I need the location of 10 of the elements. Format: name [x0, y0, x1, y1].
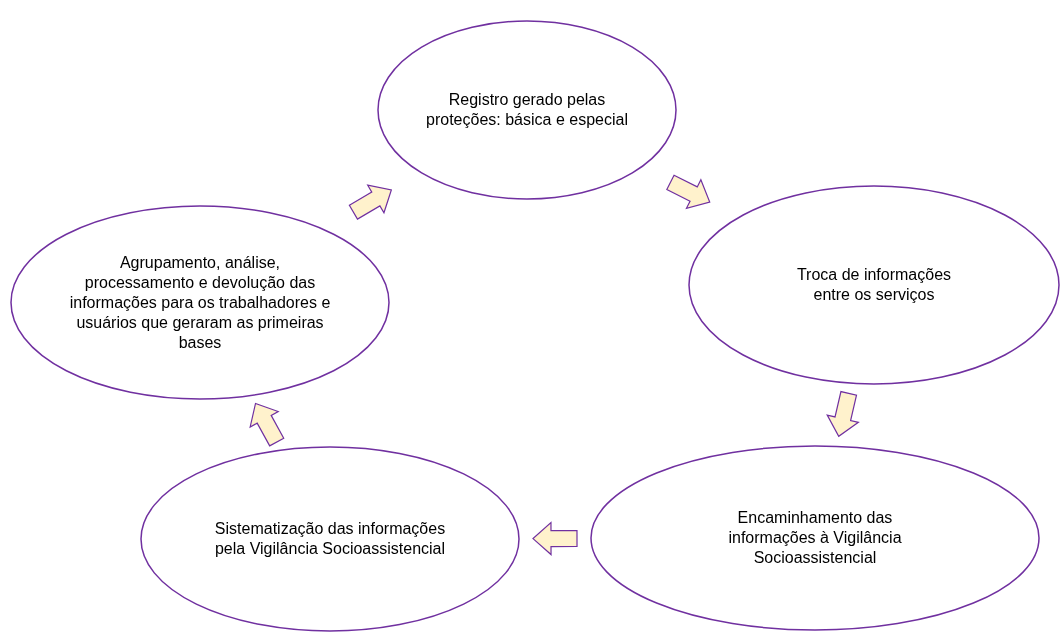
node-text: Registro gerado pelas proteções: básica e especial: [425, 90, 629, 130]
block-arrow: [249, 402, 285, 447]
block-arrow: [348, 184, 393, 220]
block-arrow: [666, 174, 711, 210]
node-text: Encaminhamento das informações à Vigilância Socioassistencial: [727, 508, 903, 568]
node-text: Troca de informações entre os serviços: [795, 265, 953, 305]
node-text: Sistematização das informações pela Vigilância Socioassistencial: [213, 519, 447, 559]
node-text: Agrupamento, análise, processamento e devolução das informações para os trabalhadores e usuários que geraram as primeiras bases: [68, 252, 332, 353]
block-arrow: [826, 390, 860, 438]
block-arrow: [532, 521, 578, 556]
